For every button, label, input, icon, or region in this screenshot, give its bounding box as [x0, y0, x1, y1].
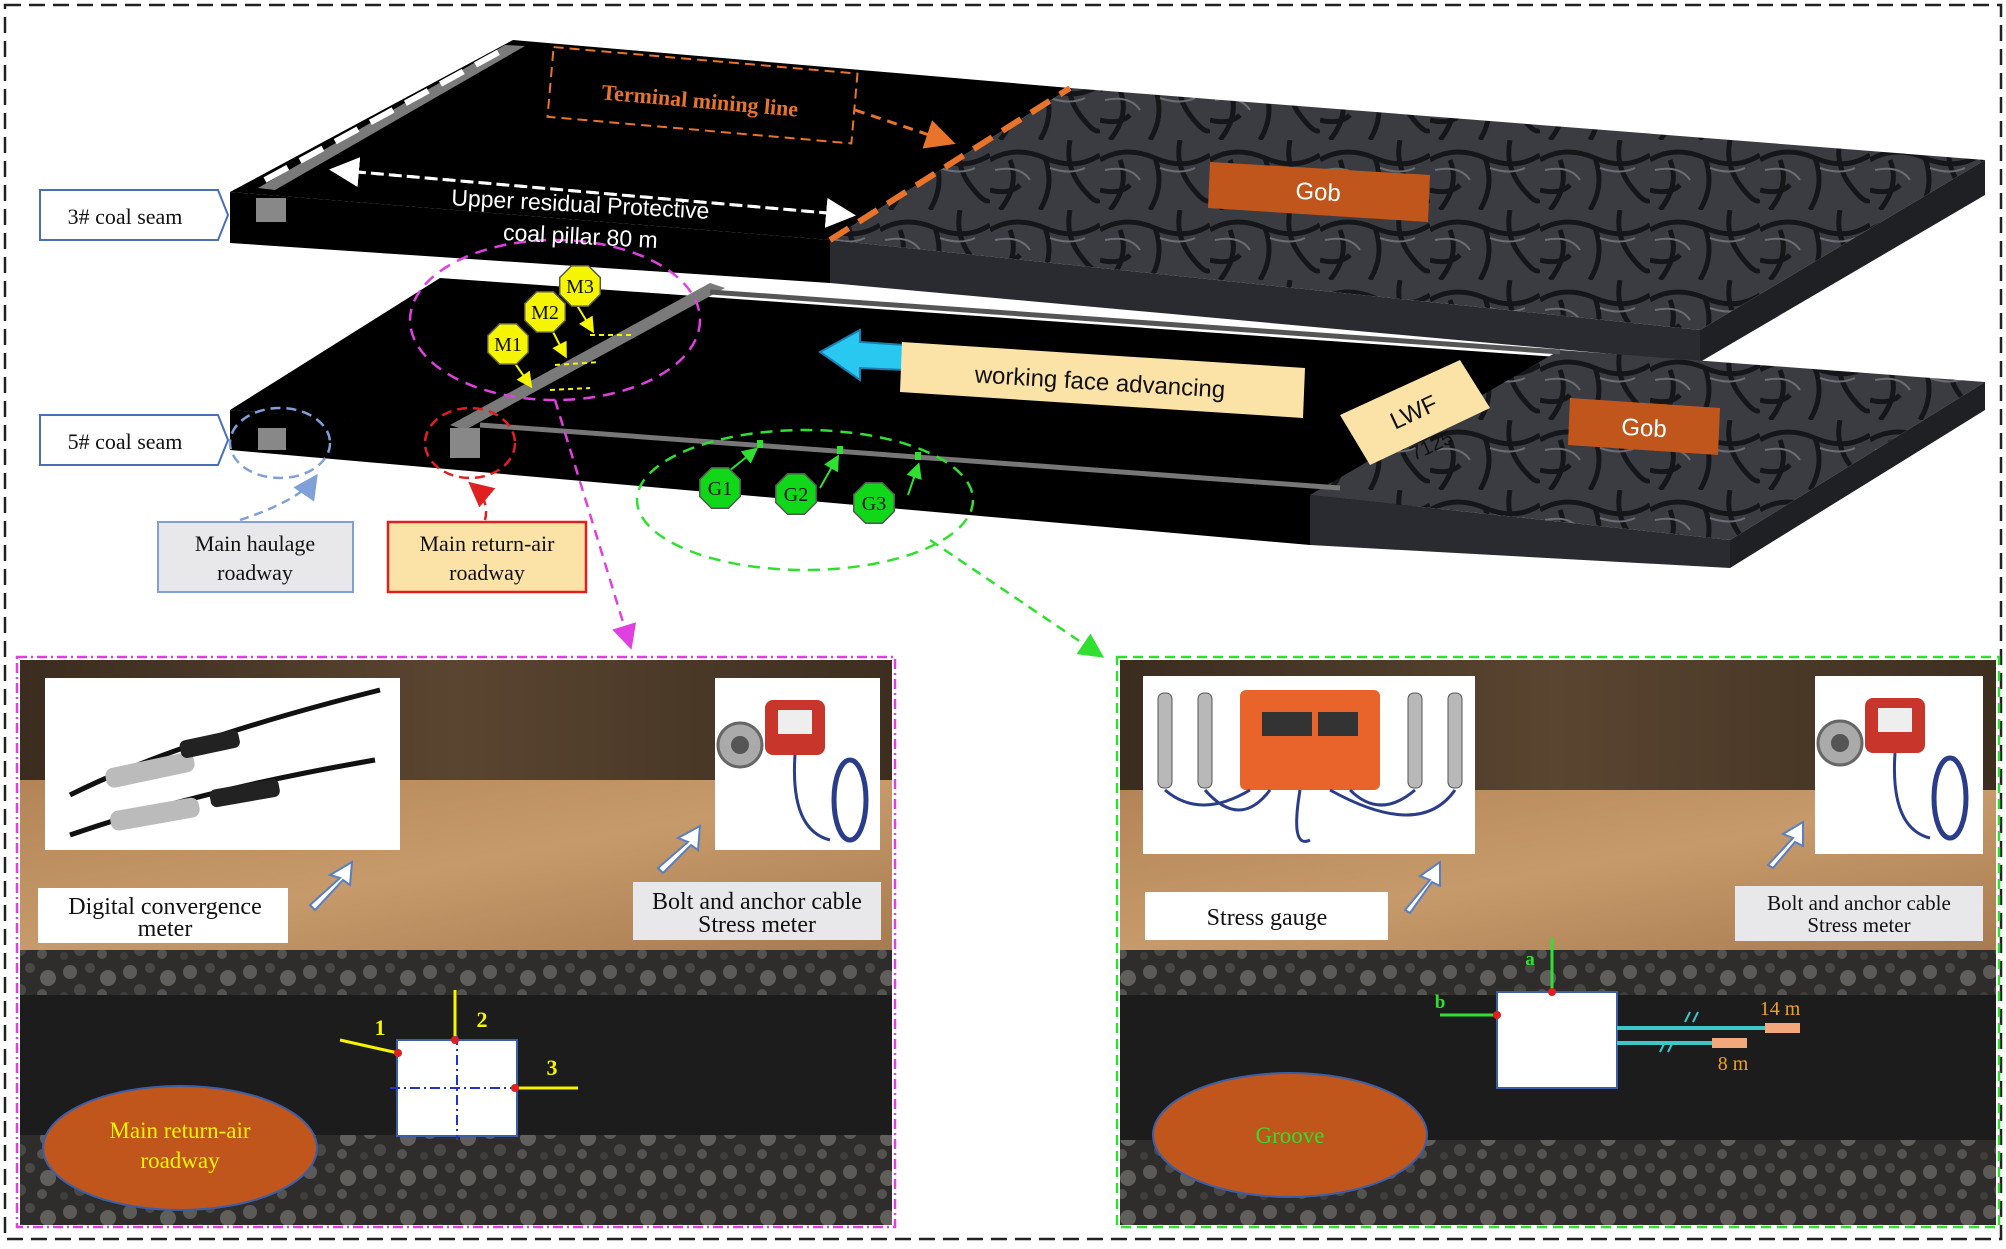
- return-box: [386, 520, 588, 594]
- convergence-label-line2: meter: [138, 916, 193, 942]
- point-b-label: b: [1435, 992, 1446, 1013]
- text-layer: 3# coal seam 5# coal seam Terminal minin…: [68, 79, 1951, 1173]
- hint-arrow-right-2: [1766, 820, 1804, 870]
- depth-8-label: 8 m: [1718, 1053, 1749, 1075]
- advancing-box: [900, 342, 1305, 418]
- convergence-label-box: [38, 888, 288, 943]
- m-marker-m3: [558, 264, 602, 308]
- point-2-label: 2: [477, 1007, 488, 1032]
- gob-upper-label: Gob: [1295, 178, 1342, 207]
- haulage-label-line2: roadway: [217, 560, 293, 585]
- point-1-label: 1: [375, 1015, 386, 1040]
- seam5-label: 5# coal seam: [68, 429, 183, 454]
- bolt-left-label-line1: Bolt and anchor cable: [652, 889, 862, 915]
- lwf-box: [1340, 360, 1490, 465]
- terminal-mining-line-mark: [828, 85, 1072, 243]
- convergence-label-line1: Digital convergence: [68, 894, 261, 920]
- bolt-right-label-line1: Bolt and anchor cable: [1767, 891, 1951, 915]
- seam3-label: 3# coal seam: [68, 204, 183, 229]
- roadway-ellipse-left: [42, 1085, 318, 1211]
- bolt-label-box-right: [1735, 886, 1983, 941]
- return-label-line1: Main return-air: [420, 531, 556, 556]
- hint-arrow-left-2: [656, 824, 702, 875]
- groove-ellipse: [1152, 1072, 1428, 1198]
- m-markers: M1 M2 M3: [486, 264, 602, 366]
- m-marker-label-m3: M3: [566, 276, 594, 298]
- gob-upper-box: [1208, 162, 1430, 222]
- g-marker-label-g3: G3: [862, 493, 886, 515]
- seam5-tag: [39, 414, 230, 466]
- seam3-tag: [39, 189, 230, 241]
- stress-gauge-device: [1157, 690, 1463, 843]
- g-marker-label-g2: G2: [784, 484, 808, 506]
- depth-14-label: 14 m: [1760, 998, 1801, 1020]
- haulage-label-line1: Main haulage: [195, 531, 315, 556]
- hint-arrow-right-1: [1403, 860, 1441, 915]
- g-marker-g2: [774, 472, 818, 516]
- m-marker-m1: [486, 322, 530, 366]
- bolt-label-box-left: [633, 882, 881, 940]
- haulage-box: [157, 521, 354, 593]
- left-panel: [15, 655, 897, 1229]
- gob-lower-box: [1568, 398, 1720, 455]
- groove-label: Groove: [1256, 1123, 1325, 1148]
- m-marker-label-m1: M1: [494, 334, 522, 356]
- point-3-label: 3: [547, 1055, 558, 1080]
- return-label-line2: roadway: [449, 560, 525, 585]
- point-a-label: a: [1525, 949, 1535, 970]
- bolt-right-label-line2: Stress meter: [1807, 913, 1910, 937]
- g-marker-g1: [698, 466, 742, 510]
- gob-lower-label: Gob: [1621, 414, 1668, 443]
- roadway-left-line1: Main return-air: [109, 1118, 250, 1143]
- bolt-meter-device-left: [716, 700, 869, 843]
- right-panel: [1115, 655, 2001, 1229]
- bolt-left-label-line2: Stress meter: [698, 912, 816, 938]
- stress-gauge-label-box: [1145, 892, 1388, 940]
- m-marker-label-m2: M2: [531, 302, 559, 324]
- g-markers: G1 G2 G3: [698, 466, 896, 525]
- convergence-meter-device: [68, 687, 381, 838]
- hint-arrow-left-1: [308, 860, 354, 912]
- bolt-meter-device-right: [1816, 698, 1969, 841]
- outer-frame: [3, 3, 2003, 1241]
- roadway-section-right: [1496, 991, 1618, 1089]
- g-marker-g3: [852, 481, 896, 525]
- stress-gauge-label: Stress gauge: [1207, 905, 1328, 931]
- m-marker-m2: [523, 290, 567, 334]
- g-marker-label-g1: G1: [708, 478, 732, 500]
- roadway-left-line2: roadway: [140, 1148, 220, 1173]
